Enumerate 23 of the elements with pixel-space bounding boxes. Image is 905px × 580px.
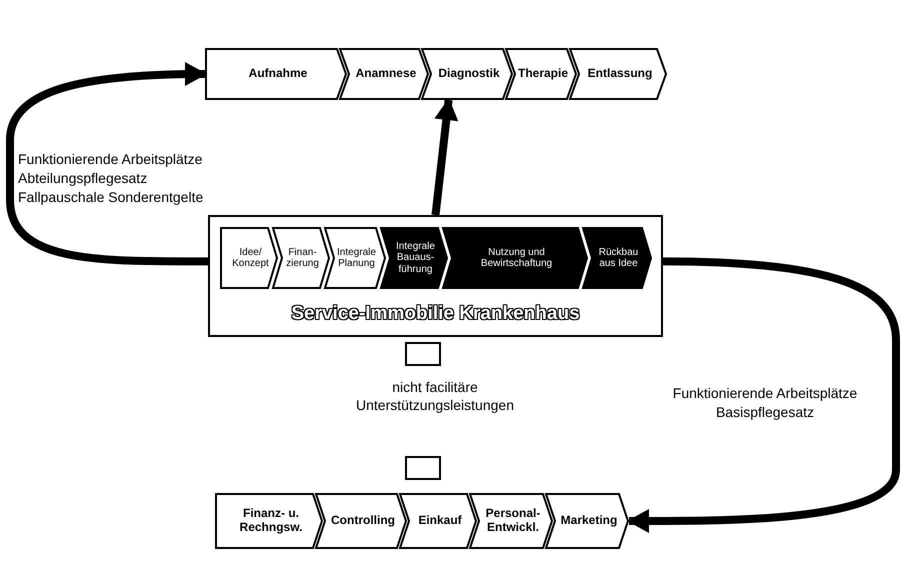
- chevron-step: Finan- zierung: [272, 227, 330, 289]
- chevron-step: Rückbau aus Idee: [582, 227, 652, 289]
- text-label: nicht facilitäre Unterstützungsleistungen: [320, 370, 550, 422]
- chevron-step: Diagnostik: [421, 48, 513, 100]
- arrow: [627, 257, 900, 533]
- box-shape: [405, 342, 441, 366]
- chevron-step: Integrale Bauaus- führung: [380, 227, 448, 289]
- chevron-step: Einkauf: [399, 493, 477, 549]
- chevron-step: Idee/ Konzept: [220, 227, 278, 289]
- container-box: [208, 215, 663, 337]
- chevron-step: Anamnese: [339, 48, 429, 100]
- chevron-step: Marketing: [545, 493, 629, 549]
- chevron-step: Personal- Entwickl.: [469, 493, 553, 549]
- chevron-step: Controlling: [315, 493, 407, 549]
- box-title: Service-Immobilie Krankenhaus: [290, 303, 581, 325]
- chevron-step: Therapie: [505, 48, 577, 100]
- arrow: [432, 98, 458, 216]
- chevron-step: Aufnahme: [205, 48, 347, 100]
- chevron-step: Entlassung: [569, 48, 667, 100]
- chevron-step: Finanz- u. Rechngsw.: [215, 493, 323, 549]
- chevron-step: Integrale Planung: [324, 227, 386, 289]
- box-shape: [405, 456, 441, 480]
- arrow: [6, 62, 208, 266]
